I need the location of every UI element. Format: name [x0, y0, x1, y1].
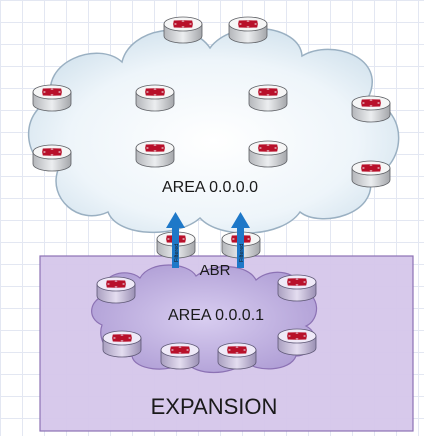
area-0-cloud [28, 27, 400, 234]
abr-arrow-left: Filtered [166, 212, 185, 268]
router-icon [33, 145, 71, 171]
router-icon [136, 141, 174, 167]
router-icon [229, 17, 267, 43]
up-arrow-icon [231, 212, 250, 268]
router-icon [33, 85, 71, 111]
area-0-label: AREA 0.0.0.0 [162, 179, 258, 196]
abr-label: ABR [200, 262, 231, 279]
area0-router-10 [352, 161, 390, 187]
up-arrow-icon [166, 212, 185, 268]
router-icon [103, 331, 141, 357]
router-icon [352, 96, 390, 122]
area-1-label: AREA 0.0.0.1 [168, 307, 264, 324]
router-icon [249, 141, 287, 167]
area0-router-6 [352, 96, 390, 122]
area0-router-5 [249, 85, 287, 111]
expansion-label: EXPANSION [151, 394, 278, 419]
router-icon [249, 85, 287, 111]
router-icon [278, 275, 316, 301]
area1-router-4 [161, 343, 199, 369]
abr-arrow-right: Filtered [231, 212, 250, 268]
filter-label-left: Filtered [174, 244, 180, 262]
router-icon [136, 85, 174, 111]
area0-router-1 [164, 17, 202, 43]
area1-router-1 [97, 277, 135, 303]
router-icon [278, 329, 316, 355]
router-icon [161, 343, 199, 369]
area1-router-2 [278, 275, 316, 301]
area0-router-3 [33, 85, 71, 111]
area0-router-4 [136, 85, 174, 111]
router-icon [352, 161, 390, 187]
area0-router-2 [229, 17, 267, 43]
area1-router-6 [278, 329, 316, 355]
area0-router-9 [249, 141, 287, 167]
area1-router-3 [103, 331, 141, 357]
router-icon [164, 17, 202, 43]
area0-router-8 [136, 141, 174, 167]
area0-router-7 [33, 145, 71, 171]
router-icon [218, 343, 256, 369]
area1-router-5 [218, 343, 256, 369]
filter-label-right: Filtered [239, 244, 245, 262]
router-icon [97, 277, 135, 303]
